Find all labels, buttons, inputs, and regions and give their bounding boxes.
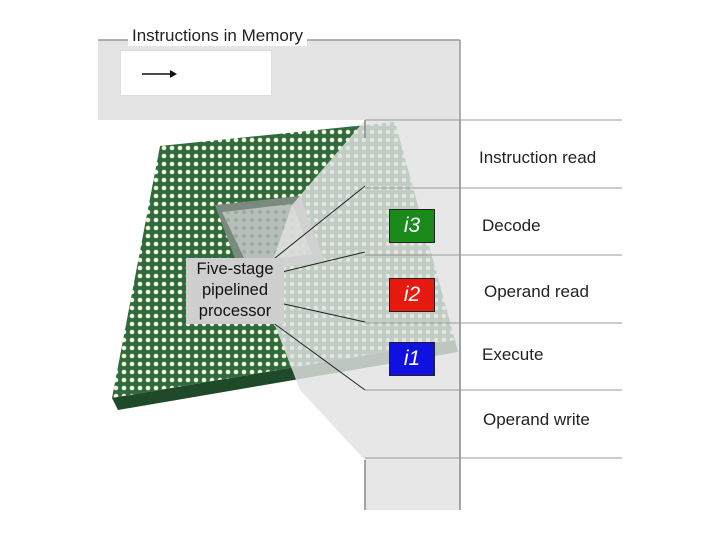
memory-window: [120, 50, 272, 96]
stage-dividers: [365, 119, 622, 459]
processor-callout: Five-stage pipelined processor: [186, 258, 284, 324]
stage-label-decode: Decode: [482, 216, 541, 235]
instruction-box-i1: i1: [389, 342, 435, 376]
memory-title: Instructions in Memory: [128, 26, 307, 46]
stage-label-execute: Execute: [482, 345, 544, 364]
callout-line-2: pipelined: [201, 281, 269, 299]
callout-leader-lines: [269, 185, 366, 391]
stage-label-instruction-read: Instruction read: [479, 148, 597, 167]
callout-line-1: Five-stage: [196, 260, 274, 278]
instruction-box-i3: i3: [389, 209, 435, 243]
callout-line-3: processor: [198, 302, 272, 320]
instruction-box-i2: i2: [389, 278, 435, 312]
stage-label-operand-write: Operand write: [483, 410, 590, 429]
stage-label-operand-read: Operand read: [484, 282, 589, 301]
